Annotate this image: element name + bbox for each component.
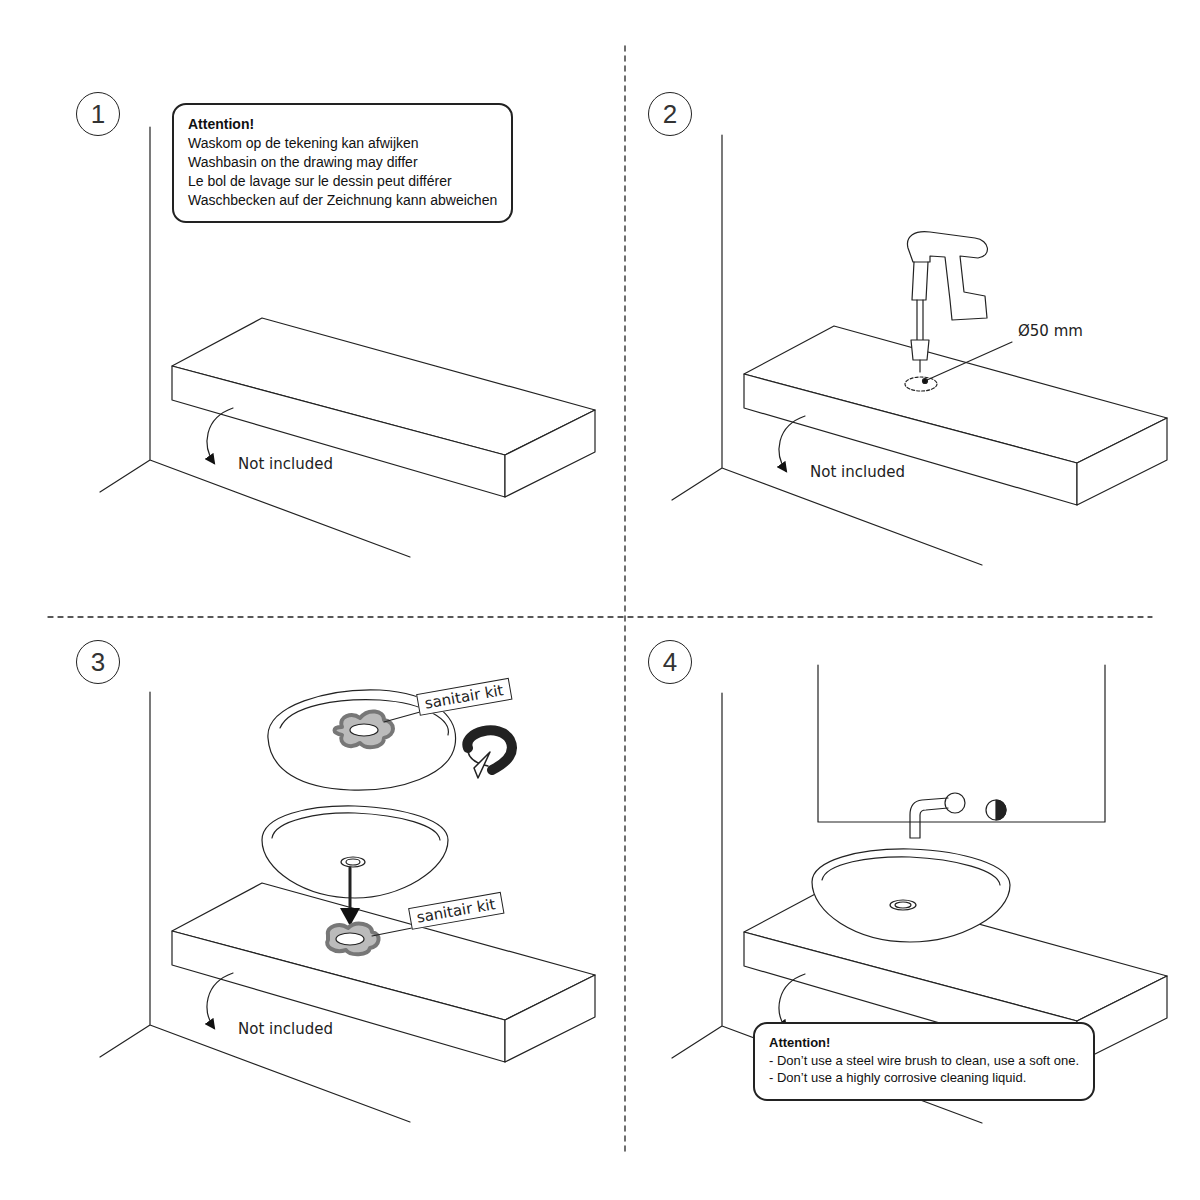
step-number-text: 4 <box>663 647 677 678</box>
mirror-part <box>818 665 1105 822</box>
sealant-tube: sanitair kit <box>416 678 512 716</box>
basin-upright-part <box>346 859 360 865</box>
scope-note: Not included <box>238 1020 333 1038</box>
attention-note: Le bol de lavage sur le dessin peut diff… <box>188 172 497 191</box>
basin-upside-down-part <box>350 724 378 736</box>
attention-note: - Don’t use a highly corrosive cleaning … <box>769 1069 1079 1087</box>
faucet-part <box>910 798 948 838</box>
faucet-part <box>996 800 1006 820</box>
basin-installed-part <box>822 857 1000 885</box>
faucet-part <box>945 793 965 813</box>
drill-part <box>919 360 920 372</box>
attention-heading: Attention! <box>769 1034 1079 1052</box>
scope-note: Not included <box>810 463 905 481</box>
attention-note: Waskom op de tekening kan afwijken <box>188 134 497 153</box>
panel-dividers-part <box>624 46 625 1152</box>
basin-upright <box>262 806 448 898</box>
basin-upright-part <box>341 857 365 867</box>
step-number-text: 3 <box>91 647 105 678</box>
scope-note: Not included <box>238 455 333 473</box>
basin-installed-part <box>890 900 916 910</box>
sealant-ring <box>327 924 412 955</box>
drill <box>907 232 987 372</box>
faucet <box>910 793 1006 838</box>
basin-upright-part <box>262 806 448 898</box>
basin-upright-part <box>272 813 440 840</box>
sealant-tube: sanitair kit <box>408 892 504 930</box>
hole-marker-part <box>927 342 1012 380</box>
hole-marker <box>905 342 1012 391</box>
basin-installed <box>812 849 1010 942</box>
room-shelf-2-part <box>672 135 1167 565</box>
drill-part <box>917 300 923 340</box>
step-number: 2 <box>648 92 692 136</box>
step-number: 4 <box>648 640 692 684</box>
attention-heading: Attention! <box>188 115 497 134</box>
step-number: 1 <box>76 92 120 136</box>
hole-marker-part <box>923 379 928 384</box>
attention-box: Attention!- Don’t use a steel wire brush… <box>753 1022 1095 1101</box>
step-number-text: 1 <box>91 99 105 130</box>
attention-note: - Don’t use a steel wire brush to clean,… <box>769 1052 1079 1070</box>
drill-part <box>912 262 928 300</box>
room-shelf-2 <box>672 135 1167 565</box>
mirror <box>818 665 1105 822</box>
rotate-arrow-part <box>467 730 512 770</box>
room-shelf-4 <box>672 693 1167 1123</box>
basin-upside-down-part <box>384 712 420 722</box>
step-number-text: 2 <box>663 99 677 130</box>
dimension: Ø50 mm <box>1018 322 1083 340</box>
drill-part <box>907 232 987 320</box>
down-arrow-part <box>349 868 352 910</box>
attention-box: Attention!Waskom op de tekening kan afwi… <box>172 103 513 223</box>
sealant-ring-part <box>327 924 378 955</box>
sealant-ring-part <box>336 933 364 945</box>
rotate-arrow-part <box>474 752 490 778</box>
sealant-ring-part <box>372 928 412 936</box>
drill-part <box>911 340 929 360</box>
basin-upside-down-part <box>335 711 394 747</box>
attention-note: Waschbecken auf der Zeichnung kann abwei… <box>188 191 497 210</box>
hole-marker-part <box>905 377 937 391</box>
attention-note: Washbasin on the drawing may differ <box>188 153 497 172</box>
basin-installed-part <box>895 902 911 908</box>
panel-dividers-part <box>48 616 1152 617</box>
room-shelf-4-part <box>672 693 1167 1123</box>
step-number: 3 <box>76 640 120 684</box>
rotate-arrow <box>467 730 512 778</box>
faucet-part <box>986 800 1006 820</box>
down-arrow <box>340 868 360 926</box>
basin-installed-part <box>812 849 1010 942</box>
